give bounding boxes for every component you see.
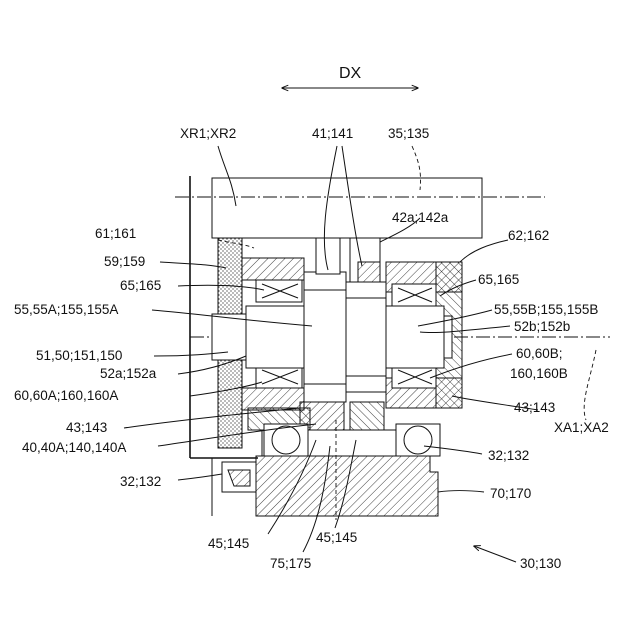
gear-55b xyxy=(346,282,386,392)
label-61: 61;161 xyxy=(95,226,136,241)
label-65-right: 65,165 xyxy=(478,272,519,287)
right-roller-bearing-lower xyxy=(392,366,436,388)
label-43-right: 43;143 xyxy=(514,400,555,415)
label-43-left: 43;143 xyxy=(66,420,107,435)
label-32-left: 32;132 xyxy=(120,474,161,489)
gear-55a xyxy=(304,272,346,402)
label-60b-line2: 160,160B xyxy=(510,366,568,381)
label-xa: XA1;XA2 xyxy=(554,420,609,435)
left-roller-bearing-upper xyxy=(256,280,302,302)
label-41: 41;141 xyxy=(312,126,353,141)
right-roller-bearing-upper xyxy=(392,284,436,306)
label-52b: 52b;152b xyxy=(514,319,570,334)
assembly-arrow xyxy=(474,546,516,562)
label-35: 35;135 xyxy=(388,126,429,141)
label-32-right: 32;132 xyxy=(488,448,529,463)
label-dx: DX xyxy=(339,65,362,82)
label-52a: 52a;152a xyxy=(100,366,157,381)
label-75: 75;175 xyxy=(270,556,311,571)
label-30: 30;130 xyxy=(520,556,561,571)
label-65-left: 65;165 xyxy=(120,278,161,293)
label-59: 59;159 xyxy=(104,254,145,269)
label-70: 70;170 xyxy=(490,486,531,501)
label-62: 62;162 xyxy=(508,228,549,243)
ball-bearing-left xyxy=(264,424,308,456)
ball-bearing-right xyxy=(396,424,440,456)
label-55b: 55,55B;155,155B xyxy=(494,302,598,317)
label-45-left: 45;145 xyxy=(208,536,249,551)
label-40: 40,40A;140,140A xyxy=(22,440,126,455)
label-45-right: 45;145 xyxy=(316,530,357,545)
label-60b-line1: 60,60B; xyxy=(516,346,563,361)
left-roller-bearing-lower xyxy=(256,366,302,388)
label-51: 51,50;151,150 xyxy=(36,348,122,363)
label-55a: 55,55A;155,155A xyxy=(14,302,118,317)
seal xyxy=(222,462,256,492)
label-xr: XR1;XR2 xyxy=(180,126,236,141)
upper-shaft-body xyxy=(212,178,482,238)
label-42a: 42a;142a xyxy=(392,210,449,225)
label-60a: 60,60A;160,160A xyxy=(14,388,118,403)
